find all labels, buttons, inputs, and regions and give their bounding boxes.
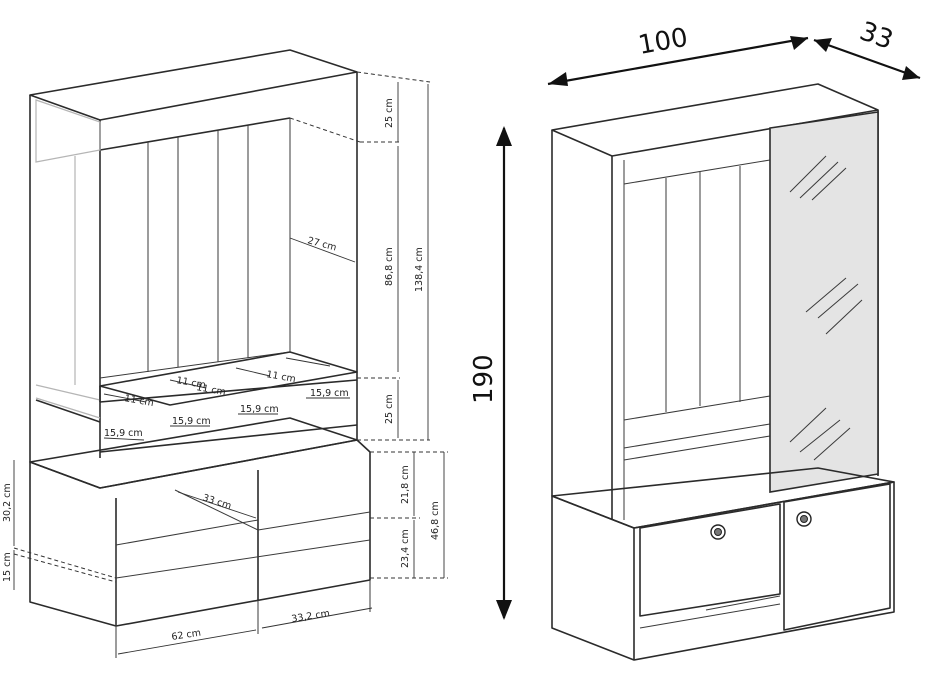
right-wardrobe-drawing — [551, 83, 895, 661]
dim-upper-shelf: 21,8 cm — [400, 465, 411, 504]
dim-hook-spacing-3: 11 cm — [265, 369, 296, 385]
mirror-reflection-marks — [789, 155, 863, 461]
dim-cabinet-total: 46,8 cm — [430, 501, 441, 540]
dim-hook-spacing-2: 11 cm — [195, 382, 226, 398]
dim-right-width: 33,2 cm — [291, 608, 331, 625]
height-label: 190 — [469, 354, 499, 404]
dim-side-lower: 15 cm — [2, 552, 13, 582]
dim-hook-spacing-1: 11 cm — [123, 393, 154, 409]
dim-hook-offset-1: 15,9 cm — [104, 428, 143, 439]
dim-side-upper: 30,2 cm — [2, 483, 13, 522]
dim-hook-offset-3: 15,9 cm — [240, 404, 279, 415]
cabinet-top — [29, 417, 358, 489]
left-dimension-lines — [13, 71, 448, 658]
dim-shelf-gap: 25 cm — [384, 394, 395, 424]
dim-hook-offset-4: 15,9 cm — [310, 388, 349, 399]
dim-cabinet-depth: 33 cm — [201, 492, 233, 512]
dim-panel-height: 86,8 cm — [384, 247, 395, 286]
back-panels — [99, 125, 291, 379]
dim-hook-offset-2: 15,9 cm — [172, 416, 211, 427]
left-dimension-labels: 25 cm 86,8 cm 138,4 cm 27 cm 25 cm 11 cm… — [2, 98, 441, 643]
top-lid — [29, 49, 358, 121]
dim-upper-total: 138,4 cm — [414, 247, 425, 292]
mirror-door — [769, 111, 879, 493]
dim-lower-shelf: 23,4 cm — [400, 529, 411, 568]
width-label: 100 — [636, 23, 690, 61]
depth-arrow — [813, 38, 921, 80]
drawer-front — [639, 503, 781, 617]
left-wardrobe-drawing — [29, 49, 371, 627]
dim-top-compartment: 25 cm — [384, 98, 395, 128]
side-door — [783, 483, 891, 631]
dim-left-width: 62 cm — [171, 627, 202, 642]
depth-label: 33 — [856, 16, 897, 56]
dim-hook-spacing-4: 11 cm — [175, 375, 206, 391]
width-arrow — [547, 36, 809, 86]
dim-inner-depth: 27 cm — [306, 235, 337, 253]
